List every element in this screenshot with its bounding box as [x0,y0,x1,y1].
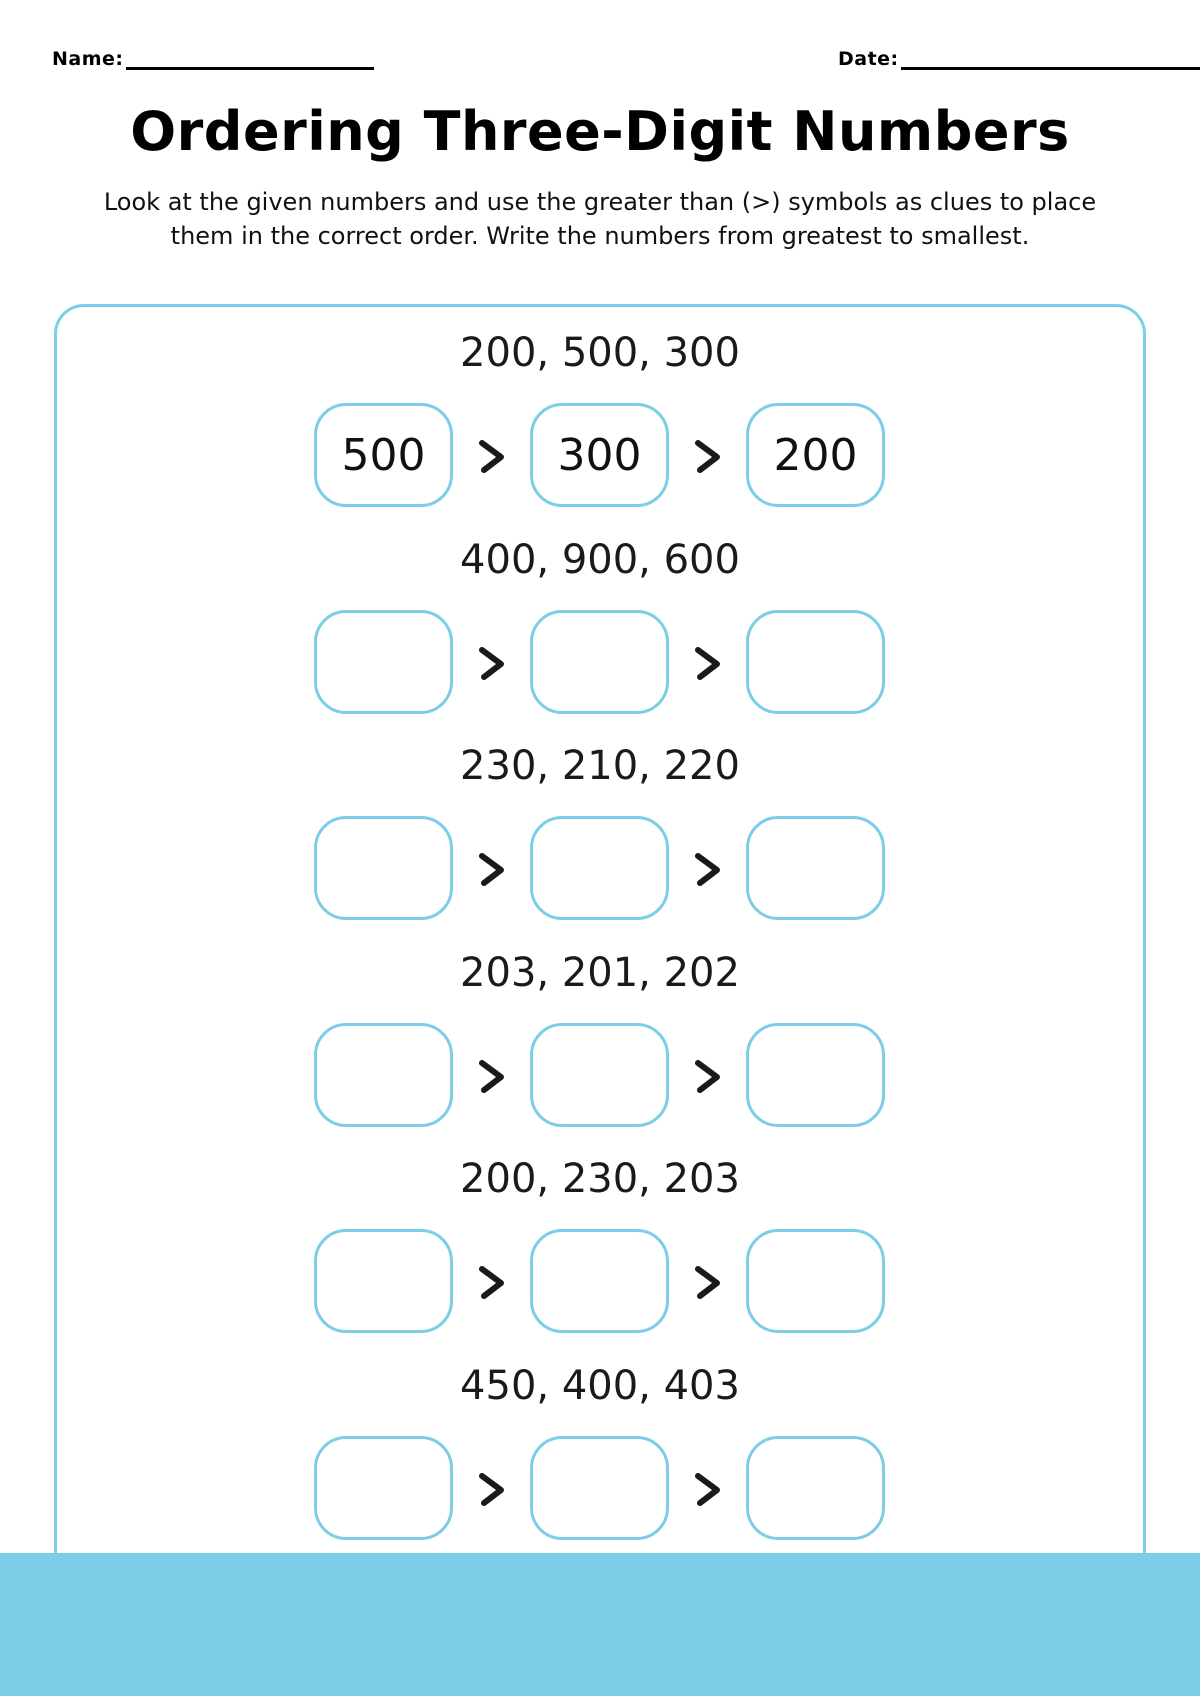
given-numbers: 450, 400, 403 [460,1363,740,1409]
footer-band [0,1553,1200,1696]
answer-box-greatest[interactable] [314,816,453,920]
greater-than-icon [479,647,504,680]
name-field[interactable]: Name: [52,48,374,70]
given-numbers: 200, 500, 300 [460,330,740,376]
date-field[interactable]: Date: [838,48,1200,70]
exercise-row: 400, 900, 600 [0,513,1200,719]
answer-box-middle[interactable] [530,1229,669,1333]
exercise-row: 200, 500, 300 500 300 200 [0,306,1200,512]
date-line[interactable] [900,50,1200,70]
greater-than-icon [695,1473,720,1506]
name-label: Name: [52,48,124,70]
answer-box-middle[interactable] [530,610,669,714]
answer-box-middle[interactable]: 300 [530,403,669,507]
greater-than-icon [695,1060,720,1093]
answer-box-smallest[interactable] [746,1023,885,1127]
answer-box-greatest[interactable] [314,610,453,714]
answer-box-middle[interactable] [530,1436,669,1540]
answer-box-greatest[interactable]: 500 [314,403,453,507]
given-numbers: 203, 201, 202 [460,950,740,996]
exercise-panel [54,304,1146,1624]
instructions: Look at the given numbers and use the gr… [103,188,1097,250]
answer-box-smallest[interactable] [746,610,885,714]
given-numbers: 400, 900, 600 [460,537,740,583]
exercise-row: 203, 201, 202 [0,926,1200,1132]
exercise-row: 450, 400, 403 [0,1339,1200,1545]
answer-box-greatest[interactable] [314,1229,453,1333]
greater-than-icon [479,1473,504,1506]
name-line[interactable] [125,50,374,70]
answer-box-smallest[interactable]: 200 [746,403,885,507]
greater-than-icon [479,1266,504,1299]
answer-box-middle[interactable] [530,816,669,920]
greater-than-icon [695,1266,720,1299]
greater-than-icon [695,440,720,473]
greater-than-icon [479,440,504,473]
greater-than-icon [479,853,504,886]
answer-box-smallest[interactable] [746,1229,885,1333]
greater-than-icon [479,1060,504,1093]
given-numbers: 230, 210, 220 [460,743,740,789]
answer-box-smallest[interactable] [746,1436,885,1540]
given-numbers: 200, 230, 203 [460,1156,740,1202]
greater-than-icon [695,853,720,886]
date-label: Date: [838,48,899,70]
exercise-row: 230, 210, 220 [0,719,1200,925]
answer-box-greatest[interactable] [314,1436,453,1540]
answer-box-greatest[interactable] [314,1023,453,1127]
exercise-row: 200, 230, 203 [0,1132,1200,1338]
answer-box-middle[interactable] [530,1023,669,1127]
greater-than-icon [695,647,720,680]
page-title: Ordering Three-Digit Numbers [130,100,1070,163]
answer-box-smallest[interactable] [746,816,885,920]
